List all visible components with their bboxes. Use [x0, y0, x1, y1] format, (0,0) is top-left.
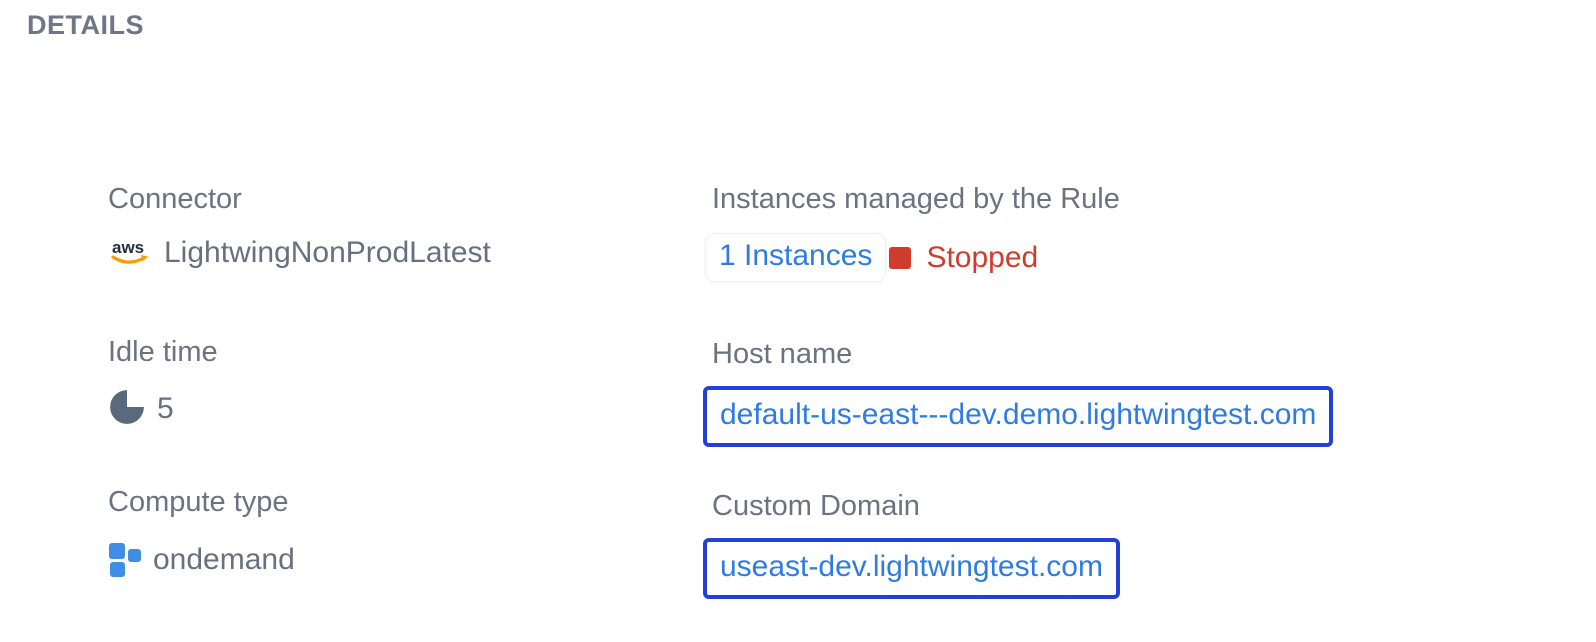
- connector-label: Connector: [108, 183, 242, 215]
- section-title: DETAILS: [27, 10, 144, 40]
- stopped-status-icon: [889, 246, 912, 269]
- instances-field: Instances managed by the Rule 1 Instance…: [705, 183, 1120, 282]
- idle-time-field: Idle time 5: [108, 336, 218, 432]
- host-name-label: Host name: [712, 338, 853, 370]
- custom-domain-label: Custom Domain: [712, 490, 920, 522]
- connector-field: Connector aws LightwingNonProdLatest: [108, 183, 491, 273]
- compute-type-field: Compute type ondemand: [108, 486, 295, 584]
- aws-icon: aws: [108, 236, 154, 276]
- custom-domain-value[interactable]: useast-dev.lightwingtest.com: [703, 538, 1120, 599]
- connector-value: LightwingNonProdLatest: [164, 236, 491, 269]
- compute-type-value: ondemand: [153, 543, 295, 576]
- compute-squares-icon: [108, 539, 142, 587]
- custom-domain-field: Custom Domain useast-dev.lightwingtest.c…: [703, 490, 1120, 599]
- status-text: Stopped: [926, 240, 1039, 274]
- idle-time-value: 5: [157, 392, 174, 425]
- pie-chart-icon: [108, 388, 146, 434]
- instances-label: Instances managed by the Rule: [712, 183, 1120, 215]
- instances-count-link[interactable]: 1 Instances: [705, 233, 887, 282]
- compute-type-label: Compute type: [108, 486, 289, 518]
- host-name-value[interactable]: default-us-east---dev.demo.lightwingtest…: [703, 386, 1334, 447]
- svg-text:aws: aws: [112, 238, 144, 257]
- host-name-field: Host name default-us-east---dev.demo.lig…: [703, 338, 1334, 447]
- idle-time-label: Idle time: [108, 336, 218, 368]
